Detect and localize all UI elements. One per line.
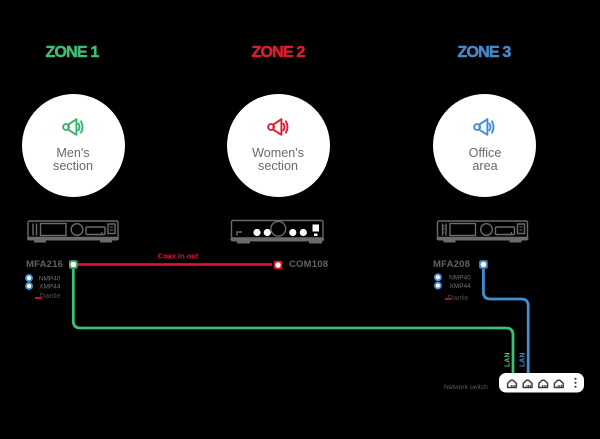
svg-text:LAN: LAN: [505, 353, 512, 367]
svg-text:XMP44: XMP44: [39, 283, 61, 290]
svg-text:XMP44: XMP44: [449, 283, 471, 290]
svg-text:Dante: Dante: [448, 293, 469, 302]
svg-text:NMP40: NMP40: [449, 275, 471, 282]
svg-text:Coax In out: Coax In out: [158, 252, 199, 261]
svg-text:Dante: Dante: [40, 291, 61, 300]
svg-text:NMP40: NMP40: [39, 275, 61, 282]
svg-text:LAN: LAN: [520, 353, 527, 367]
